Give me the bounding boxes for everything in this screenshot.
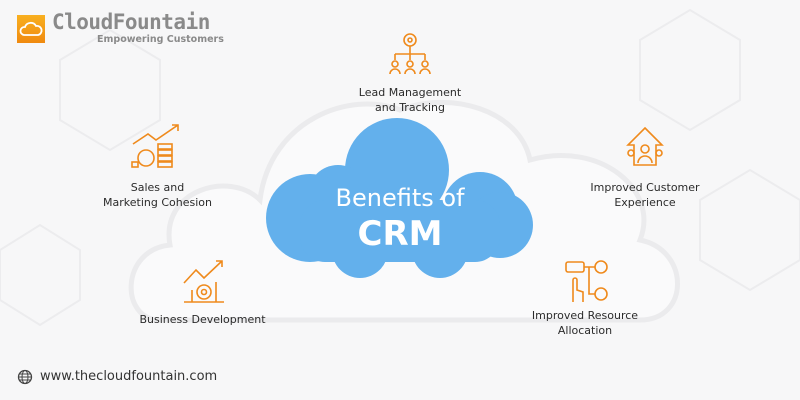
label-line: Allocation [557, 324, 613, 337]
label-line: and Tracking [375, 101, 445, 114]
website-url[interactable]: www.thecloudfountain.com [40, 369, 218, 384]
central-cloud [266, 118, 533, 278]
network-people-icon [389, 33, 431, 75]
customer-gear-icon [626, 126, 664, 166]
center-title-line1: Benefits of [335, 184, 465, 212]
benefit-lead-management: Lead Management and Tracking [330, 85, 490, 115]
label-line: Sales and [130, 181, 185, 194]
brand-tagline: Empowering Customers [97, 34, 224, 45]
logo-icon [17, 15, 45, 43]
label-line: Lead Management [358, 86, 462, 99]
benefit-customer-experience: Improved Customer Experience [570, 180, 720, 210]
label-line: Improved Customer [590, 181, 700, 194]
benefit-sales-marketing: Sales and Marketing Cohesion [85, 180, 230, 210]
growth-coins-icon [131, 124, 179, 168]
growth-gear-icon [183, 260, 224, 303]
label-line: Experience [614, 196, 676, 209]
label-line: Marketing Cohesion [103, 196, 212, 209]
benefit-resource-allocation: Improved Resource Allocation [510, 308, 660, 338]
label-line: Improved Resource [531, 309, 639, 322]
label-line: Business Development [139, 313, 266, 326]
brand-name: CloudFountain [52, 10, 210, 34]
benefit-business-development: Business Development [130, 312, 275, 327]
center-title-line2: CRM [357, 214, 443, 254]
globe-icon [17, 369, 33, 385]
resource-allocation-icon [565, 260, 608, 302]
